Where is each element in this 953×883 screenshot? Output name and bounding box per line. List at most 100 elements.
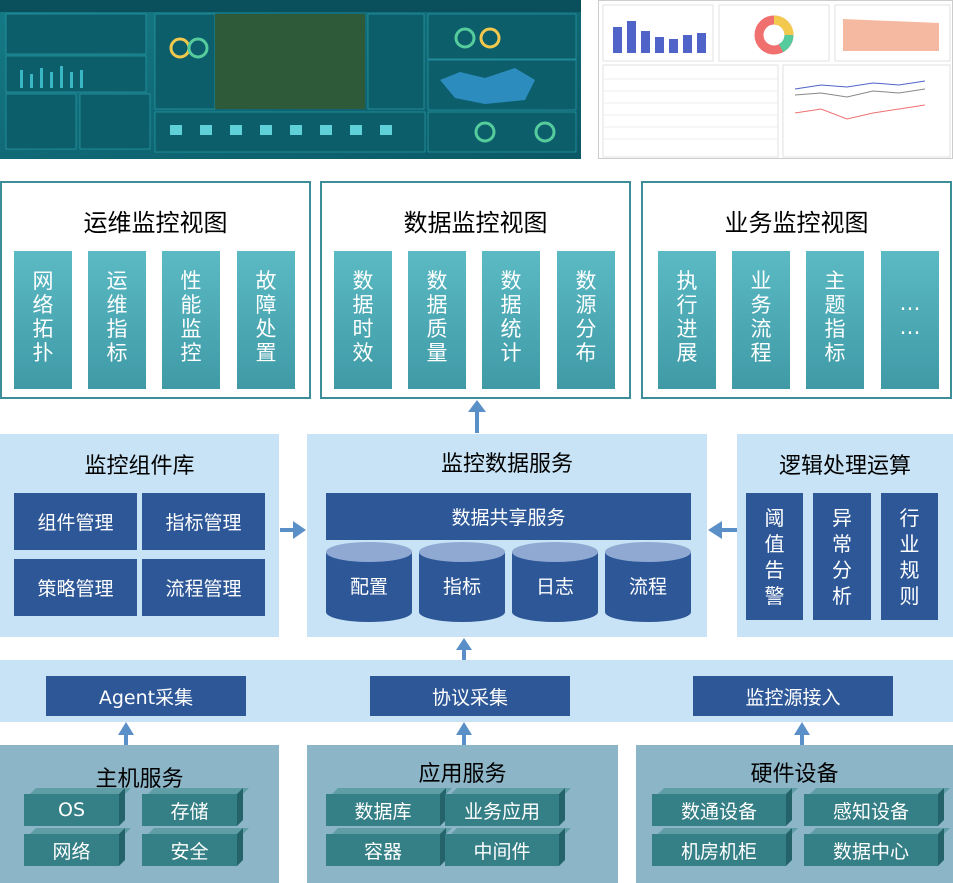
vertical-char: 监 xyxy=(180,317,202,341)
sensing-device-label: 感知设备 xyxy=(804,794,938,826)
network-device-box[interactable]: 数通设备 xyxy=(652,788,798,826)
vertical-char: 量 xyxy=(426,341,448,365)
process-manage-button[interactable]: 流程管理 xyxy=(142,559,265,616)
data-center-box[interactable]: 数据中心 xyxy=(804,828,950,866)
process-store[interactable]: 流程 xyxy=(605,542,691,622)
vertical-char: 指 xyxy=(824,317,846,341)
vertical-char: 值 xyxy=(764,532,785,556)
vertical-char: 行 xyxy=(676,293,698,317)
app-service-panel: 应用服务 数据库 业务应用 容器 中间件 xyxy=(307,745,618,883)
log-store[interactable]: 日志 xyxy=(512,542,598,622)
data-view-title: 数据监控视图 xyxy=(403,209,548,237)
ops-view-item[interactable]: 运维指标 xyxy=(88,251,146,389)
config-store-label: 配置 xyxy=(349,576,388,598)
database-label: 数据库 xyxy=(326,794,440,826)
network-label: 网络 xyxy=(24,834,119,866)
hardware-device-panel: 硬件设备 数通设备 感知设备 机房机柜 数据中心 xyxy=(636,745,953,883)
vertical-char: 效 xyxy=(352,341,374,365)
vertical-char: 业 xyxy=(750,269,772,293)
charts-thumbnail xyxy=(598,0,953,159)
vertical-char: 数 xyxy=(426,269,448,293)
process-store-label: 流程 xyxy=(628,576,667,598)
vertical-char: 质 xyxy=(426,317,448,341)
sensing-device-box[interactable]: 感知设备 xyxy=(804,788,950,826)
vertical-char: 分 xyxy=(575,317,597,341)
indicator-store[interactable]: 指标 xyxy=(419,542,505,622)
vertical-char: 分 xyxy=(832,558,852,582)
threshold-alarm-item[interactable]: 阈值告警 xyxy=(746,493,803,620)
network-device-label: 数通设备 xyxy=(652,794,786,826)
industry-rule-item[interactable]: 行业规则 xyxy=(881,493,938,620)
vertical-char: 计 xyxy=(500,341,522,365)
monitor-data-service-panel: 监控数据服务 数据共享服务 配置 指标 日志 流程 xyxy=(307,434,707,637)
host-service-panel: 主机服务 OS 存储 网络 安全 xyxy=(0,745,279,883)
arrow-up-to-data-service xyxy=(456,638,472,660)
ops-view-item[interactable]: 性能监控 xyxy=(162,251,220,389)
business-app-box[interactable]: 业务应用 xyxy=(445,788,571,826)
machine-room-label: 机房机柜 xyxy=(652,834,786,866)
vertical-char: 指 xyxy=(106,317,128,341)
data-view-item[interactable]: 数据统计 xyxy=(482,251,540,389)
vertical-char: 程 xyxy=(750,341,772,365)
business-monitor-view: 业务监控视图 执行进展 业务流程 主题指标 …… xyxy=(641,181,952,399)
business-view-item[interactable]: 业务流程 xyxy=(732,251,790,389)
vertical-char: 性 xyxy=(180,269,202,293)
monitor-source-access-button[interactable]: 监控源接入 xyxy=(693,676,893,716)
host-service-title: 主机服务 xyxy=(95,767,184,792)
config-store[interactable]: 配置 xyxy=(326,542,412,622)
machine-room-box[interactable]: 机房机柜 xyxy=(652,828,798,866)
middleware-box[interactable]: 中间件 xyxy=(445,828,571,866)
business-view-item[interactable]: 执行进展 xyxy=(658,251,716,389)
component-manage-button[interactable]: 组件管理 xyxy=(14,493,137,550)
protocol-collect-button[interactable]: 协议采集 xyxy=(370,676,570,716)
vertical-char: 数 xyxy=(575,269,597,293)
vertical-char: 络 xyxy=(32,293,54,317)
storage-label: 存储 xyxy=(142,794,237,826)
data-view-item[interactable]: 数据质量 xyxy=(408,251,466,389)
vertical-char: 拓 xyxy=(32,317,54,341)
data-share-service-button[interactable]: 数据共享服务 xyxy=(326,493,691,540)
vertical-char: 控 xyxy=(180,341,202,365)
app-service-title: 应用服务 xyxy=(418,762,507,787)
os-box[interactable]: OS xyxy=(24,788,131,826)
vertical-char: 时 xyxy=(352,317,374,341)
ops-view-title: 运维监控视图 xyxy=(83,209,228,237)
security-box[interactable]: 安全 xyxy=(142,828,249,866)
vertical-char: 源 xyxy=(575,293,597,317)
vertical-char: … xyxy=(899,315,921,339)
vertical-char: 据 xyxy=(352,293,374,317)
agent-collect-button[interactable]: Agent采集 xyxy=(46,676,246,716)
vertical-char: 务 xyxy=(750,293,772,317)
vertical-char: 流 xyxy=(750,317,772,341)
storage-box[interactable]: 存储 xyxy=(142,788,249,826)
data-view-item[interactable]: 数源分布 xyxy=(557,251,615,389)
ops-view-item[interactable]: 网络拓扑 xyxy=(14,251,72,389)
container-box[interactable]: 容器 xyxy=(326,828,452,866)
vertical-char: 数 xyxy=(352,269,374,293)
vertical-char: 常 xyxy=(832,532,852,556)
network-box[interactable]: 网络 xyxy=(24,828,131,866)
vertical-char: 规 xyxy=(899,558,920,582)
os-label: OS xyxy=(24,794,119,826)
indicator-manage-button[interactable]: 指标管理 xyxy=(142,493,265,550)
hardware-device-title: 硬件设备 xyxy=(750,762,839,787)
arrow-up-from-host xyxy=(118,722,134,745)
component-library-title: 监控组件库 xyxy=(84,454,195,479)
logic-processing-panel: 逻辑处理运算 阈值告警 异常分析 行业规则 xyxy=(737,434,953,637)
arrow-up-from-hardware xyxy=(794,722,810,745)
anomaly-analysis-item[interactable]: 异常分析 xyxy=(813,493,871,620)
business-view-item[interactable]: 主题指标 xyxy=(806,251,864,389)
vertical-char: 进 xyxy=(676,317,698,341)
vertical-char: 据 xyxy=(426,293,448,317)
business-view-item[interactable]: …… xyxy=(881,251,939,389)
data-view-item[interactable]: 数据时效 xyxy=(334,251,392,389)
strategy-manage-button[interactable]: 策略管理 xyxy=(14,559,137,616)
vertical-char: 扑 xyxy=(32,341,54,365)
vertical-char: 故 xyxy=(255,269,277,293)
ops-view-item[interactable]: 故障处置 xyxy=(237,251,295,389)
arrow-up-to-data-view xyxy=(468,400,486,433)
business-app-label: 业务应用 xyxy=(445,794,559,826)
vertical-char: 告 xyxy=(764,558,785,582)
database-box[interactable]: 数据库 xyxy=(326,788,452,826)
ops-monitor-view: 运维监控视图 网络拓扑 运维指标 性能监控 故障处置 xyxy=(0,181,311,399)
